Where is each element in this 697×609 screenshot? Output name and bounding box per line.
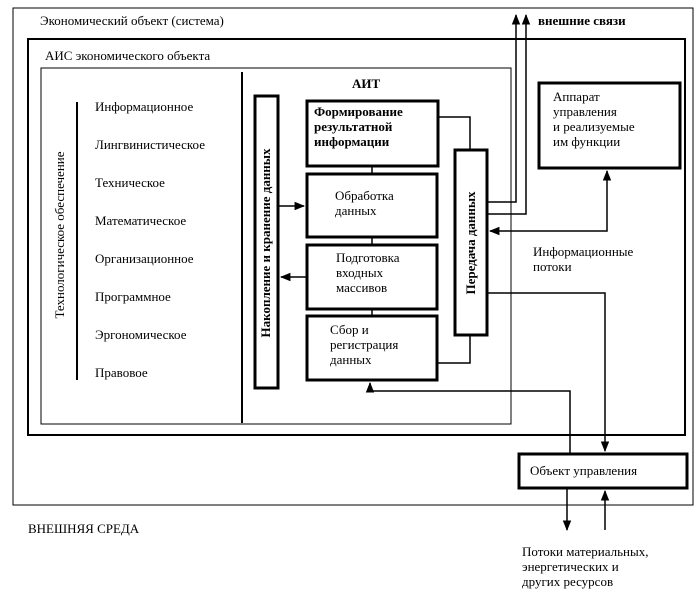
storage-label: Накопление и кранение данных [258, 148, 273, 338]
support-item: Эргономическое [95, 327, 187, 342]
external-links-label: внешние связи [538, 13, 626, 28]
resource-flows-line: других ресурсов [522, 574, 614, 589]
forming-text: Формирование результатной информации [314, 104, 403, 149]
ait-label: АИТ [352, 76, 381, 91]
info-flows-label: Информационные потоки [533, 244, 633, 274]
arrow-transfer-management [488, 169, 612, 236]
support-item: Организационное [95, 251, 194, 266]
support-item: Правовое [95, 365, 148, 380]
transfer-box [453, 148, 489, 337]
economic-object-frame [12, 7, 694, 506]
collection-line: регистрация [330, 337, 399, 352]
arrow-control-collection [365, 381, 571, 454]
external-env-label: ВНЕШНЯЯ СРЕДА [28, 521, 140, 536]
link-forming-transfer [438, 116, 471, 150]
collection-text: Сбор и регистрация данных [330, 322, 398, 367]
control-object-label: Объект управления [530, 463, 638, 478]
management-line: им функции [553, 134, 621, 149]
processing-line: данных [335, 203, 377, 218]
info-flows-line: Информационные [533, 244, 634, 259]
resource-flows-label: Потоки материальных, энергетических и др… [522, 544, 648, 589]
control-object-box [517, 452, 689, 490]
forming-box [305, 99, 440, 168]
forming-line: Формирование [314, 104, 403, 119]
support-item: Программное [95, 289, 171, 304]
economic-object-label: Экономический объект (система) [40, 13, 224, 28]
transfer-label: Передача данных [463, 191, 478, 295]
ait-frame [40, 67, 512, 425]
collection-line: данных [330, 352, 372, 367]
support-item: Техническое [95, 175, 165, 190]
arrow-external-out [487, 13, 521, 203]
processing-line: Обработка [335, 188, 394, 203]
collection-box [305, 314, 439, 382]
management-text: Аппарат управления и реализуемые им функ… [553, 89, 635, 149]
collection-line: Сбор и [330, 322, 369, 337]
preparation-text: Подготовка входных массивов [336, 250, 400, 295]
management-box [537, 81, 682, 170]
info-flows-line: потоки [533, 259, 572, 274]
arrow-transfer-control [487, 292, 610, 453]
preparation-line: Подготовка [336, 250, 400, 265]
link-transfer-collection [437, 335, 471, 364]
management-line: и реализуемые [553, 119, 635, 134]
resource-flows-line: Потоки материальных, [522, 544, 649, 559]
resource-flows-line: энергетических и [522, 559, 619, 574]
support-item: Лингвинистическое [95, 137, 205, 152]
preparation-line: входных [336, 265, 384, 280]
forming-line: результатной [314, 119, 393, 134]
processing-text: Обработка данных [335, 188, 394, 218]
preparation-line: массивов [336, 280, 388, 295]
storage-box [253, 94, 280, 390]
support-title: Технологическое обеспечение [52, 151, 67, 319]
ais-label: АИС экономического объекта [45, 48, 211, 63]
management-line: управления [553, 104, 617, 119]
support-item: Математическое [95, 213, 187, 228]
forming-line: информации [314, 134, 390, 149]
ais-frame [27, 38, 686, 436]
support-item: Информационное [95, 99, 194, 114]
management-line: Аппарат [553, 89, 600, 104]
arrow-external-in [487, 13, 531, 215]
